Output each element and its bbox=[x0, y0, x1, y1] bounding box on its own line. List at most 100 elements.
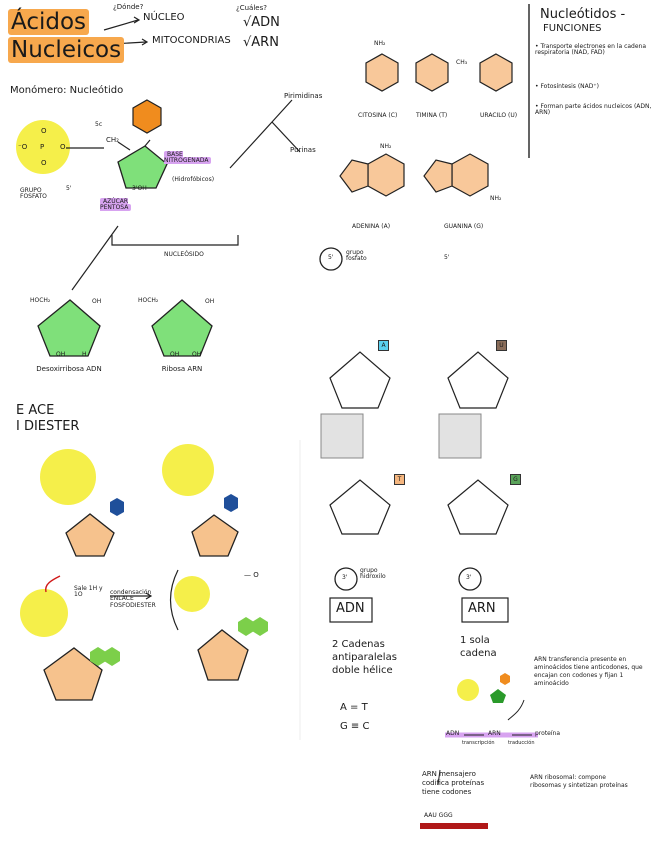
ch2-label: CH₂ bbox=[106, 136, 119, 144]
ribose-oh-2: OH bbox=[192, 351, 202, 358]
dna-description: 2 Cadenas antiparalelas doble hélice bbox=[332, 639, 397, 676]
dna-sugar-bottom bbox=[329, 479, 391, 535]
base-hexagon-green bbox=[104, 647, 120, 666]
base-hexagon-green bbox=[252, 617, 268, 636]
phosphate-o-right: O bbox=[60, 143, 66, 151]
arrow-to-nucleo bbox=[103, 19, 139, 31]
adenine-label: ADENINA (A) bbox=[352, 223, 391, 230]
carbon-5-label: 5c bbox=[95, 121, 103, 128]
rna-three-prime: 3' bbox=[466, 574, 472, 581]
where-nucleo: NÚCLEO bbox=[143, 12, 185, 23]
rna-sugar-bottom bbox=[447, 479, 509, 535]
mrna-note: ARN mensajero codifica proteínas tiene c… bbox=[422, 770, 485, 797]
three-prime-circle bbox=[334, 567, 358, 591]
rna-phosphodiester-box bbox=[438, 413, 482, 459]
rna-description: 1 sola cadena bbox=[460, 635, 497, 659]
thymine-ring bbox=[415, 53, 449, 92]
dna-label-box bbox=[329, 597, 373, 623]
arrow-head-icon bbox=[145, 592, 153, 600]
dna-three-prime: 3' bbox=[342, 574, 348, 581]
uracil-ring bbox=[479, 53, 513, 92]
where-question: ¿Dónde? bbox=[113, 3, 144, 11]
pointer-arrow bbox=[437, 769, 441, 786]
rna-label: ARN bbox=[468, 601, 496, 616]
where-mitocondrias: MITOCONDRIAS bbox=[152, 35, 231, 46]
codons-label: AAU GGG bbox=[424, 812, 453, 819]
arrow-head-icon bbox=[133, 16, 141, 24]
ribose-oh-3: OH bbox=[170, 351, 180, 358]
phosphate-highlight bbox=[162, 444, 214, 496]
dna-five-prime: 5' bbox=[328, 254, 334, 261]
sugar-pentagon bbox=[43, 647, 103, 701]
function-item-2: • Fotosíntesis (NAD⁺) bbox=[535, 83, 599, 90]
sugar-pentagon bbox=[65, 513, 115, 557]
base-box-g: G bbox=[510, 474, 521, 485]
base-pair-gc: G ≡ C bbox=[340, 721, 370, 732]
guanine-label: GUANINA (G) bbox=[444, 223, 484, 230]
deoxy-oh-3: OH bbox=[56, 351, 66, 358]
guanine-ring5 bbox=[423, 159, 453, 193]
functions-title1: Nucleótidos - bbox=[540, 7, 626, 22]
base-hexagon-green bbox=[238, 617, 254, 636]
mrna-strand bbox=[420, 823, 488, 829]
sugar-label: AZÚCAR PENTOSA bbox=[100, 198, 148, 212]
thymine-label: TIMINA (T) bbox=[416, 112, 448, 119]
branch-line bbox=[271, 121, 301, 153]
bond bbox=[144, 139, 151, 147]
guanine-nh2: NH₂ bbox=[490, 195, 502, 202]
purines-label: Purinas bbox=[290, 146, 316, 154]
prime-5-label: 5' bbox=[66, 185, 72, 192]
base-hexagon-blue bbox=[224, 494, 238, 512]
ribose-hoch2: HOCH₂ bbox=[138, 297, 159, 304]
phosphate-highlight bbox=[40, 449, 96, 505]
base-box-t: T bbox=[394, 474, 405, 485]
functions-title2: FUNCIONES bbox=[543, 23, 602, 34]
condensation-label: condensación ENLACE FOSFODIESTER bbox=[110, 589, 156, 609]
sugar-pentagon bbox=[197, 629, 249, 681]
phosphate-group-note: grupo fosfato bbox=[346, 249, 367, 263]
nucleoside-label: NUCLEÓSIDO bbox=[164, 251, 204, 258]
base-box-u: U bbox=[496, 340, 507, 351]
bond bbox=[117, 141, 131, 151]
hydroxyl-group-note: grupo hidroxilo bbox=[360, 567, 386, 581]
bracket bbox=[169, 569, 179, 631]
three-prime-circle bbox=[458, 567, 482, 591]
rrna-note: ARN ribosomal: compone ribosomas y sinte… bbox=[530, 774, 628, 790]
deoxy-hoch2: HOCH₂ bbox=[30, 297, 51, 304]
dash-o: — O bbox=[244, 571, 259, 579]
title-line2: Nucleicos bbox=[8, 37, 125, 63]
rna-five-prime: 5' bbox=[444, 254, 450, 261]
cytosine-label: CITOSINA (C) bbox=[358, 112, 398, 119]
flow-adn: ADN bbox=[446, 730, 460, 737]
red-arrow bbox=[45, 575, 61, 593]
guanine-ring6 bbox=[451, 153, 489, 197]
deoxy-h: H bbox=[82, 351, 87, 358]
deoxyribose-pentagon bbox=[37, 299, 101, 357]
title-line1: Ácidos bbox=[8, 9, 90, 35]
phosphate-highlight bbox=[174, 576, 210, 612]
phosphate-p: P bbox=[40, 143, 45, 151]
trna-note: ARN transferencia presente en aminoácido… bbox=[534, 656, 643, 688]
phosphate-highlight bbox=[457, 679, 479, 701]
function-item-3: • Forman parte ácidos nucleicos (ADN, AR… bbox=[535, 103, 652, 117]
arrow-head-icon bbox=[141, 38, 149, 46]
cytosine-nh2: NH₂ bbox=[374, 40, 386, 47]
base-sublabel: (Hidrofóbicos) bbox=[172, 176, 215, 183]
rna-sugar-top bbox=[447, 351, 509, 409]
which-arn: √ARN bbox=[243, 35, 279, 50]
phosphate-group-label: GRUPO FOSFATO bbox=[20, 187, 47, 201]
dna-label: ADN bbox=[336, 601, 365, 616]
carbon-3-oh: 3'OH bbox=[132, 185, 147, 192]
flow-transcription: transcripción bbox=[462, 740, 495, 746]
five-prime-circle bbox=[319, 247, 343, 271]
ribose-pentagon bbox=[117, 145, 168, 189]
pointer-line bbox=[71, 225, 119, 291]
adenine-nh2: NH₂ bbox=[380, 143, 392, 150]
base-box-a: A bbox=[378, 340, 389, 351]
water-label: Sale 1H y 1O bbox=[74, 585, 103, 599]
which-adn: √ADN bbox=[243, 15, 280, 30]
base-hexagon-blue bbox=[110, 498, 124, 516]
rna-label-box bbox=[461, 597, 509, 623]
phosphate-highlight bbox=[16, 120, 70, 174]
